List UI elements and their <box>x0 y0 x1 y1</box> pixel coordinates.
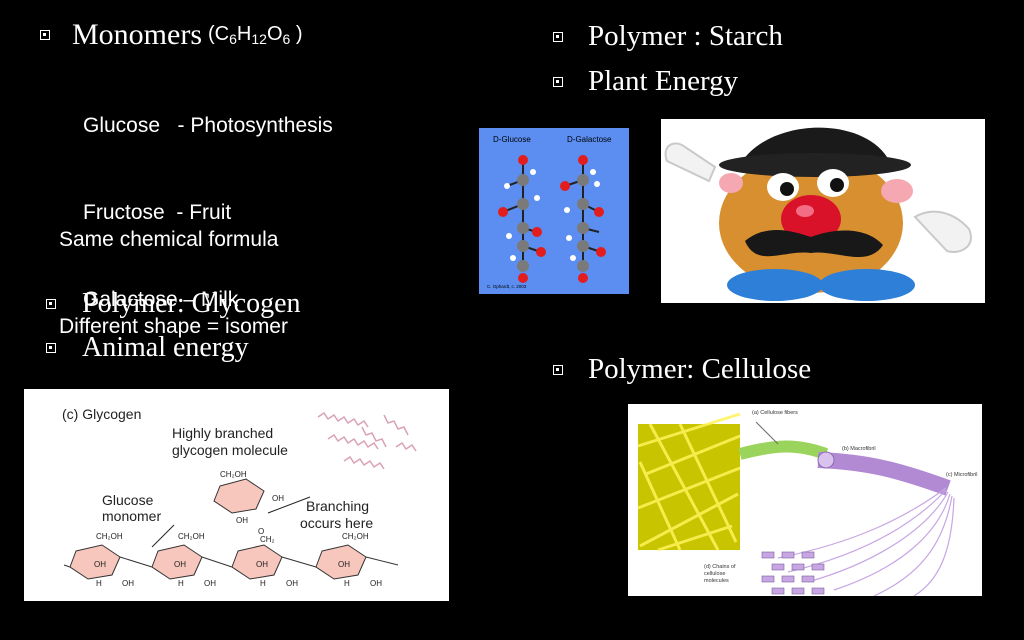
oh-1-label: OH <box>94 560 106 569</box>
plant-energy-text: Plant Energy <box>588 65 739 97</box>
bullet-monomers: Monomers (C6H12O6 ) <box>40 20 303 50</box>
ch2oh-1-label: CH₂OH <box>96 532 123 541</box>
monomers-heading: Monomers <box>72 18 202 51</box>
oh-2-label: OH <box>174 560 186 569</box>
isomer-note-line2: Different shape = isomer <box>59 315 288 338</box>
bullet-glycogen: Polymer: Glycogen <box>46 290 301 318</box>
square-bullet-icon <box>46 299 56 309</box>
branching-label: Branching <box>306 498 369 514</box>
highly-branched-label: Highly branched <box>172 425 273 441</box>
glycogen-heading: Polymer: Glycogen <box>82 288 301 319</box>
monomer-label: monomer <box>102 508 161 524</box>
oh-4-label: OH <box>338 560 350 569</box>
animal-energy-text: Animal energy <box>82 332 249 363</box>
branch-ch2-label: CH₂ <box>260 535 275 544</box>
bullet-plant-energy: Plant Energy <box>553 67 738 96</box>
square-bullet-icon <box>553 364 563 375</box>
branch-o-label: O <box>258 527 264 536</box>
potato-head-illustration <box>664 127 972 301</box>
h-4-label: H <box>344 579 350 588</box>
oh-5-label: OH <box>122 579 134 588</box>
starch-heading: Polymer : Starch <box>588 20 783 52</box>
glycogen-molecule-label: glycogen molecule <box>172 442 288 458</box>
bullet-animal-energy: Animal energy <box>46 334 249 362</box>
square-bullet-icon <box>46 343 56 353</box>
glucose-galactose-figure: D-Glucose D-Galactose C. Ophardt, c. 200… <box>479 128 629 294</box>
sugar-list: Glucose - Photosynthesis Fructose - Frui… <box>83 53 333 343</box>
glycogen-diagram: (c) Glycogen Highly branched glycogen mo… <box>62 406 417 588</box>
sugar-glucose: Glucose - Photosynthesis <box>83 114 333 137</box>
glycogen-figure: (c) Glycogen Highly branched glycogen mo… <box>24 389 449 601</box>
h-1-label: H <box>96 579 102 588</box>
oh-6-label: OH <box>204 579 216 588</box>
isomer-note-line1: Same chemical formula <box>59 228 279 251</box>
top-oh-right-label: OH <box>272 494 284 503</box>
cellulose-figure: (a) Cellulose fibers (b) Macrofibril (c)… <box>628 404 982 596</box>
chains-label-line1: (d) Chains of <box>704 564 736 570</box>
square-bullet-icon <box>40 30 50 40</box>
microfibril-label: (c) Microfibril <box>946 472 977 478</box>
h-2-label: H <box>178 579 184 588</box>
molecule-credit: C. Ophardt, c. 2003 <box>487 284 527 289</box>
occurs-here-label: occurs here <box>300 515 373 531</box>
cellulose-fibers-label: (a) Cellulose fibers <box>752 410 798 416</box>
isomer-note: Same chemical formula Different shape = … <box>59 167 288 370</box>
ch2oh-2-label: CH₂OH <box>178 532 205 541</box>
bullet-starch: Polymer : Starch <box>553 22 783 51</box>
ch2oh-3-label: CH₂OH <box>342 532 369 541</box>
oh-8-label: OH <box>370 579 382 588</box>
top-oh-label: OH <box>236 516 248 525</box>
top-ch2oh-label: CH₂OH <box>220 470 247 479</box>
chains-label-line3: molecules <box>704 578 729 584</box>
potato-head-image <box>661 119 985 303</box>
d-galactose-label: D-Galactose <box>567 135 612 144</box>
square-bullet-icon <box>553 31 563 42</box>
bullet-cellulose: Polymer: Cellulose <box>553 355 811 384</box>
cellulose-diagram: (a) Cellulose fibers (b) Macrofibril (c)… <box>637 410 977 596</box>
oh-7-label: OH <box>286 579 298 588</box>
chains-label-line2: cellulose <box>704 571 725 577</box>
sugar-galactose: Galactose – Milk <box>83 288 239 311</box>
h-3-label: H <box>260 579 266 588</box>
square-bullet-icon <box>553 76 563 87</box>
formula: (C6H12O6 ) <box>208 23 303 47</box>
oh-3-label: OH <box>256 560 268 569</box>
ball-stick-molecules-image: D-Glucose D-Galactose C. Ophardt, c. 200… <box>487 135 612 289</box>
glucose-label: Glucose <box>102 492 154 508</box>
glycogen-panel-label: (c) Glycogen <box>62 406 141 422</box>
sugar-fructose: Fructose - Fruit <box>83 201 232 224</box>
cellulose-heading: Polymer: Cellulose <box>588 353 812 385</box>
d-glucose-label: D-Glucose <box>493 135 531 144</box>
macrofibril-label: (b) Macrofibril <box>842 446 876 452</box>
